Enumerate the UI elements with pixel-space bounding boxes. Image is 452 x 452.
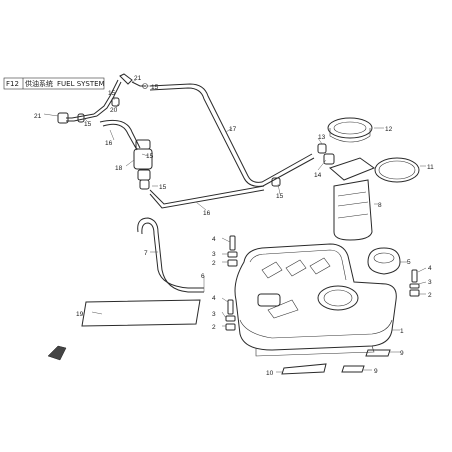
- callout-15b: 15: [151, 84, 159, 91]
- title-cn: 供油系统: [25, 79, 53, 88]
- diagram-title: F12 供油系统 FUEL SYSTEM: [3, 77, 105, 90]
- fuel-tank: [234, 243, 397, 357]
- rubber-pads: [281, 349, 391, 375]
- callout-6: 6: [201, 273, 205, 280]
- callout-19: 19: [76, 311, 84, 318]
- callout-9b: 9: [374, 368, 378, 375]
- pump-gasket: [374, 157, 420, 183]
- callout-15a: 15: [108, 90, 116, 97]
- hose-17: [149, 83, 315, 187]
- callout-16a: 16: [105, 140, 113, 147]
- title-code: F12: [6, 80, 19, 88]
- callout-3c: 3: [428, 279, 432, 286]
- hose-lower: [149, 177, 281, 209]
- pump-connectors: [317, 143, 335, 165]
- callout-15e: 15: [159, 184, 167, 191]
- callout-1: 1: [400, 328, 404, 335]
- callout-3b: 3: [212, 311, 216, 318]
- hose-fitting-assembly: [57, 73, 148, 124]
- callout-2a: 2: [212, 260, 216, 267]
- callout-4a: 4: [212, 236, 216, 243]
- callout-17: 17: [229, 126, 237, 133]
- callout-5: 5: [407, 259, 411, 266]
- title-en: FUEL SYSTEM: [57, 80, 105, 88]
- callout-20: 20: [110, 107, 118, 114]
- callout-8: 8: [378, 202, 382, 209]
- callout-7: 7: [144, 250, 148, 257]
- callout-3a: 3: [212, 251, 216, 258]
- callout-21a: 21: [134, 75, 142, 82]
- orientation-arrow-icon: [47, 345, 67, 361]
- callout-9a: 9: [400, 350, 404, 357]
- lock-ring: [327, 117, 373, 143]
- leader-lines: [43, 79, 427, 373]
- callout-13: 13: [318, 134, 326, 141]
- fuel-filter: [133, 139, 153, 190]
- callout-15c: 15: [84, 121, 92, 128]
- callout-12: 12: [385, 126, 393, 133]
- callout-2c: 2: [428, 292, 432, 299]
- callout-15f: 15: [276, 193, 284, 200]
- callout-4b: 4: [212, 295, 216, 302]
- breather-hose-7: [137, 217, 204, 293]
- callout-14: 14: [314, 172, 322, 179]
- fasteners: [225, 235, 420, 331]
- callout-18: 18: [115, 165, 123, 172]
- callout-numbers: 1 2 2 2 3 3 3 4 4 4 5 6 7 8 9 9 10 11 12…: [34, 75, 434, 377]
- callout-4c: 4: [428, 265, 432, 272]
- fuel-pump: [329, 157, 376, 241]
- hose-16: [99, 119, 141, 151]
- fuel-cap: [367, 247, 401, 275]
- callout-21b: 21: [34, 113, 42, 120]
- callout-16b: 16: [203, 210, 211, 217]
- callout-2b: 2: [212, 324, 216, 331]
- callout-10: 10: [266, 370, 274, 377]
- callout-15d: 15: [146, 153, 154, 160]
- pad-19: [81, 299, 201, 327]
- callout-11: 11: [427, 164, 434, 171]
